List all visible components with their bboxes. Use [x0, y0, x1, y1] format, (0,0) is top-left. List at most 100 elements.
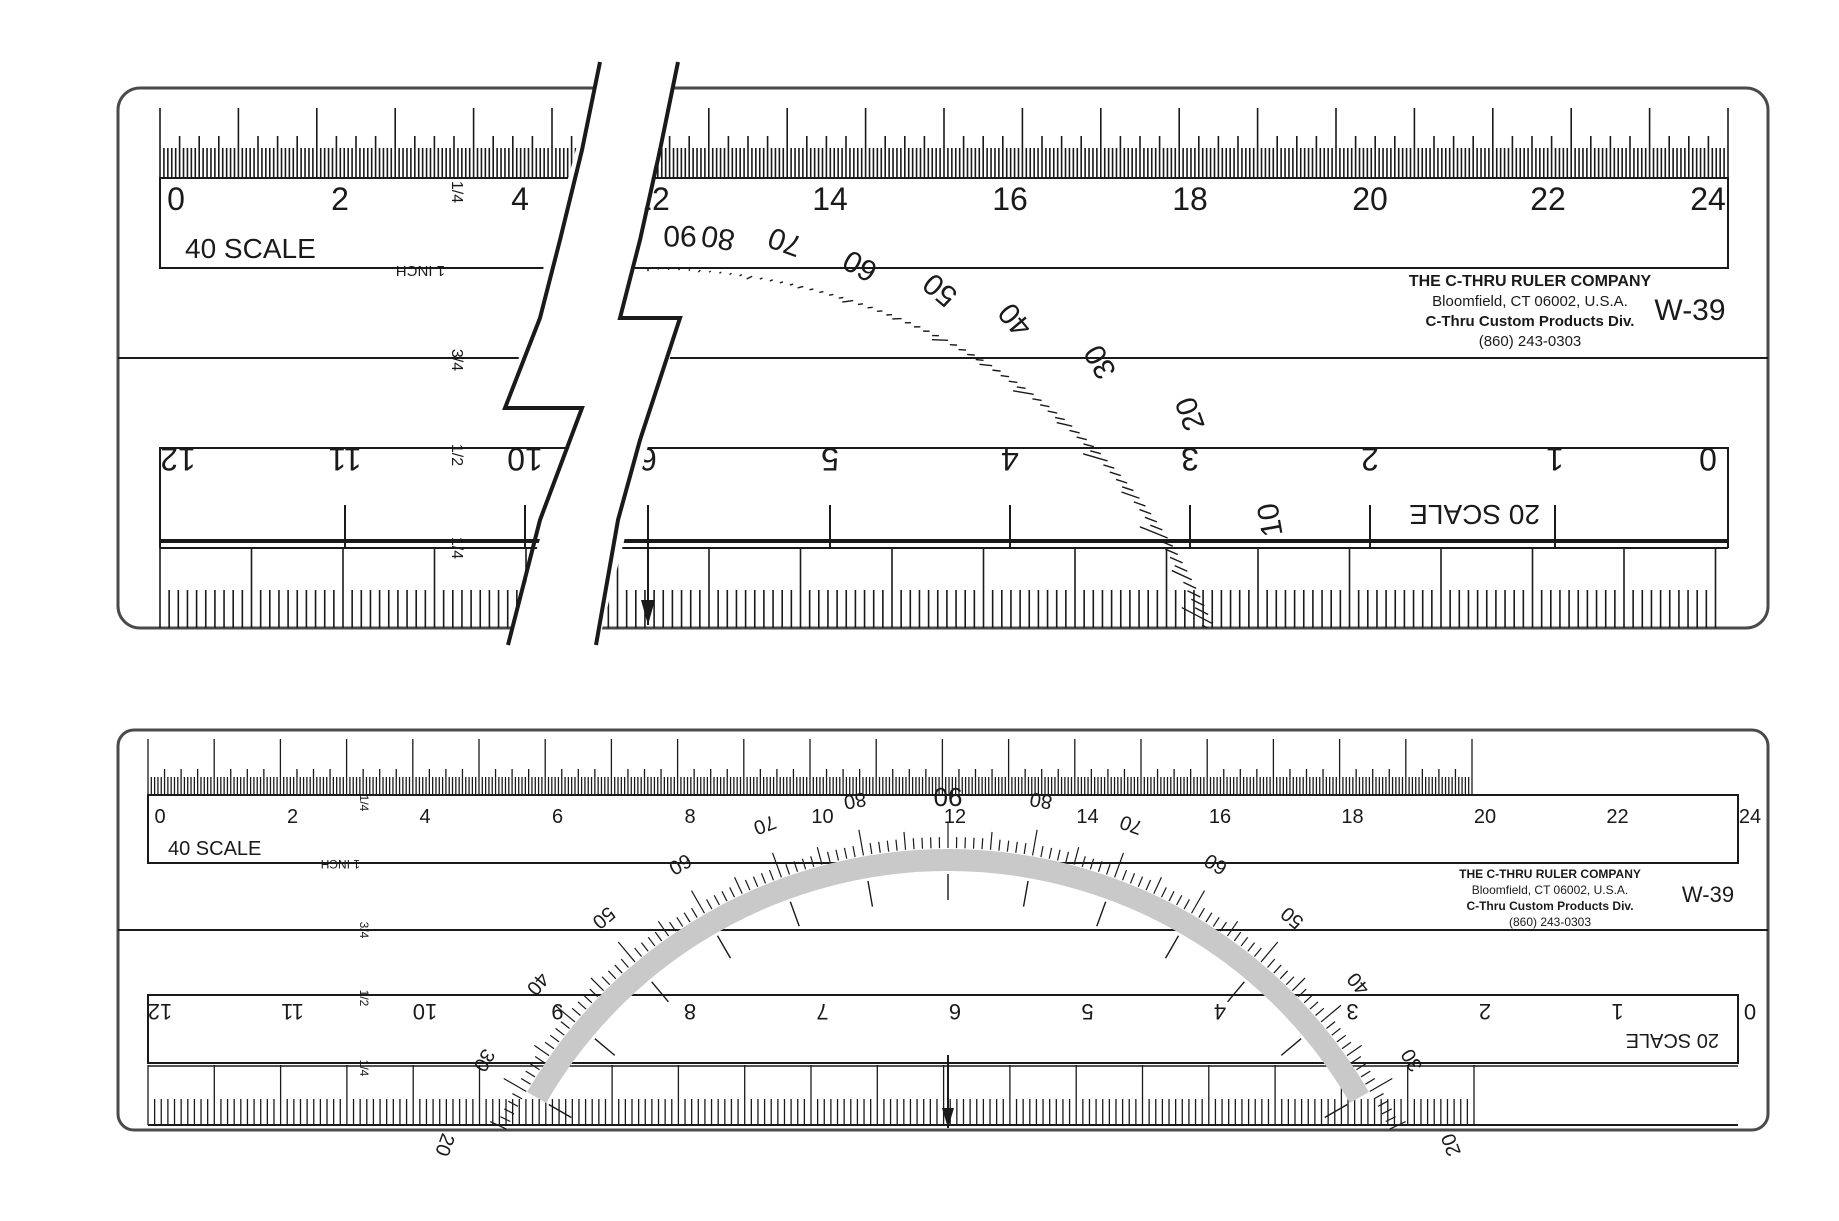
fraction-mark: 3/4: [357, 922, 371, 939]
break-line-right: [594, 61, 683, 646]
scale-number: 5: [1081, 999, 1093, 1024]
protractor-tick: [560, 1021, 570, 1029]
protractor-tick: [895, 839, 898, 851]
scale-number: 12: [160, 441, 196, 477]
protractor-tick: [1326, 1021, 1336, 1029]
protractor-tick: [500, 1116, 511, 1123]
bottom-model-number: W-39: [1682, 882, 1734, 907]
protractor-tick: [614, 964, 623, 974]
protractor-tick: [1137, 876, 1144, 887]
protractor-tick: [912, 838, 915, 850]
protractor-tick: [554, 1004, 576, 1023]
top-40-scale-label: 40 SCALE: [185, 233, 316, 264]
protractor-tick: [1194, 607, 1209, 616]
bottom-20-scale-frame: [147, 994, 1739, 1064]
protractor-tick: [869, 843, 873, 855]
protractor-tick: [857, 303, 864, 306]
fraction-mark: 3/4: [448, 349, 465, 371]
top-40-scale-frame: [159, 177, 1729, 269]
protractor-tick: [1360, 1070, 1371, 1078]
protractor-tick: [1208, 643, 1221, 651]
protractor-label: 80: [1028, 787, 1054, 813]
protractor-tick: [1351, 1056, 1362, 1064]
protractor-tick: [503, 1077, 527, 1093]
company-phone: (860) 243-0303: [1479, 333, 1582, 350]
protractor-tick: [1048, 847, 1053, 859]
protractor-tick: [1121, 491, 1140, 499]
protractor-tick: [1031, 829, 1038, 856]
scale-number: 9: [551, 999, 563, 1024]
protractor-tick: [1198, 907, 1206, 918]
protractor-tick: [931, 338, 949, 342]
protractor-tick: [589, 988, 599, 998]
protractor-inner-tick: [1022, 880, 1029, 907]
scale-number: 24: [1739, 806, 1761, 828]
protractor-tick: [669, 921, 677, 932]
protractor-tick: [810, 856, 815, 868]
protractor-tick: [975, 358, 984, 362]
protractor-tick: [1103, 464, 1115, 469]
scale-number: 1: [1611, 999, 1623, 1024]
protractor-tick: [688, 268, 691, 272]
protractor-tick: [1023, 843, 1027, 855]
protractor-tick: [577, 1001, 587, 1010]
protractor-tick: [1336, 1034, 1347, 1043]
protractor-tick: [640, 942, 649, 952]
top-inch-label: 1 INCH: [396, 262, 445, 279]
protractor-tick: [739, 274, 743, 277]
top-lower-tick-scale: [159, 547, 1728, 628]
protractor-tick: [992, 369, 1001, 372]
protractor-tick: [1039, 404, 1050, 408]
protractor-tick: [678, 268, 681, 271]
scale-number: 0: [154, 806, 165, 828]
scale-number: 16: [1209, 806, 1231, 828]
protractor-label: 80: [699, 218, 738, 256]
fraction-mark: 1/4: [448, 181, 465, 203]
protractor-tick: [1169, 556, 1183, 564]
scale-number: 14: [1076, 806, 1098, 828]
scale-number: 6: [949, 999, 961, 1024]
protractor-tick: [1133, 501, 1146, 507]
protractor-tick: [1181, 606, 1213, 624]
protractor-tick: [801, 858, 807, 870]
fraction-mark: 1/2: [448, 444, 465, 466]
protractor-tick: [504, 1108, 515, 1115]
protractor-tick: [1356, 1063, 1366, 1071]
protractor-tick: [1016, 386, 1026, 390]
protractor-tick: [1320, 1004, 1342, 1023]
protractor-tick: [601, 976, 611, 986]
protractor-tick: [752, 876, 759, 887]
protractor-tick: [779, 281, 784, 284]
protractor-tick: [1073, 847, 1080, 865]
protractor-tick: [903, 831, 907, 850]
top-company-imprint: THE C-THRU RULER COMPANY Bloomfield, CT …: [1409, 273, 1652, 350]
protractor-tick: [789, 283, 794, 286]
scale-number: 0: [1744, 999, 1756, 1024]
protractor-tick: [1365, 1077, 1376, 1085]
protractor-inner-tick: [1324, 1103, 1348, 1119]
protractor-tick: [998, 839, 1001, 851]
protractor-tick: [1254, 947, 1262, 957]
scale-number: 3: [1181, 441, 1199, 477]
protractor-tick: [759, 277, 763, 280]
protractor-tick: [620, 958, 629, 968]
protractor-label: 10: [1251, 501, 1289, 540]
protractor-tick: [520, 1077, 531, 1085]
protractor-tick: [729, 272, 732, 276]
protractor-tick: [718, 271, 722, 274]
protractor-tick: [1032, 398, 1042, 402]
protractor-tick: [1105, 863, 1111, 875]
protractor-tick: [858, 829, 865, 856]
protractor-tick: [708, 270, 712, 273]
scale-number: 14: [812, 181, 848, 217]
bottom-20-scale-label: 20 SCALE: [1626, 1029, 1719, 1051]
protractor-tick: [842, 299, 854, 303]
protractor-tick: [490, 1121, 507, 1130]
company-name: THE C-THRU RULER COMPANY: [1459, 867, 1641, 881]
protractor-band: [527, 849, 1369, 1104]
fraction-mark: 1/2: [357, 990, 371, 1007]
protractor-tick: [721, 891, 728, 902]
